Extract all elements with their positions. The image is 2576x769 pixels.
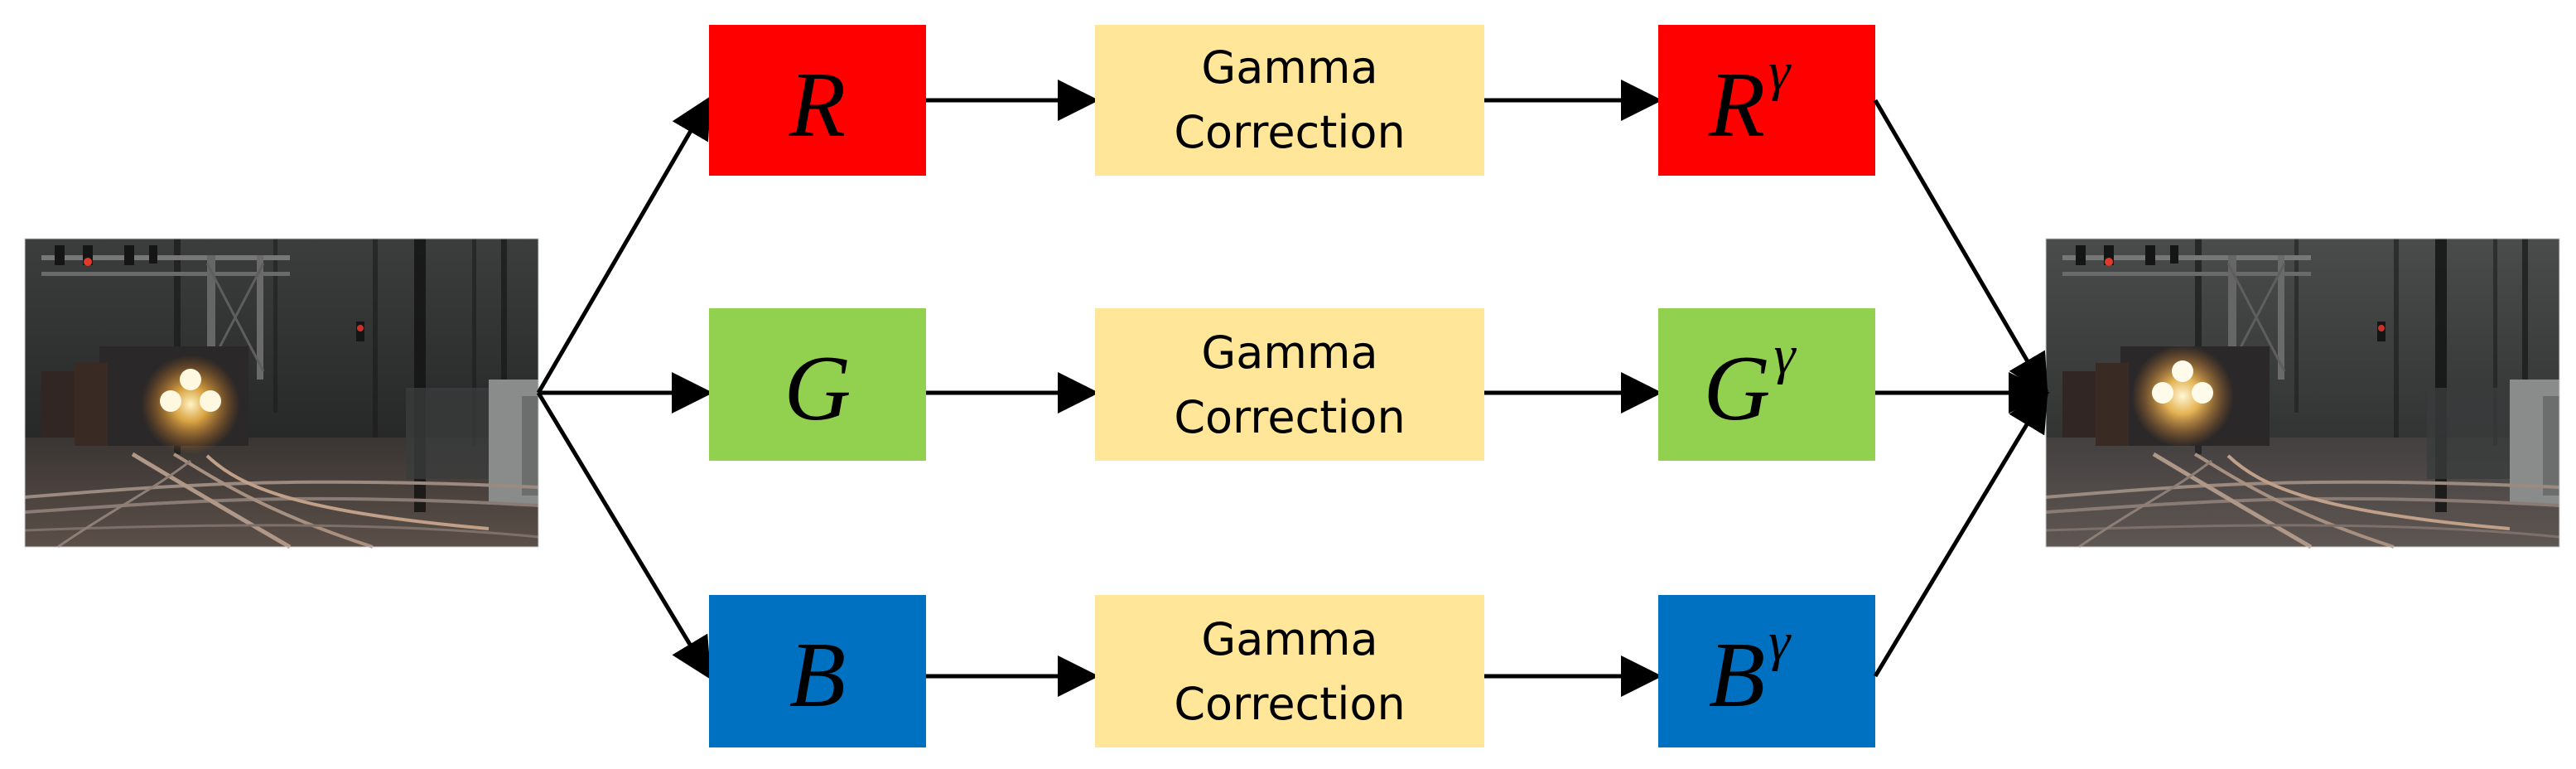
output-photo bbox=[2046, 239, 2559, 547]
channel-box-g bbox=[709, 308, 926, 461]
output-label-b: Bγ bbox=[1709, 612, 1792, 727]
output-box-g bbox=[1658, 308, 1875, 461]
arrow-to-r bbox=[536, 95, 712, 394]
row-g: G Gamma Correction Gγ bbox=[709, 308, 1875, 461]
gamma-line1-g: Gamma bbox=[1201, 326, 1377, 379]
row-b: B Gamma Correction Bγ bbox=[709, 595, 1875, 747]
gamma-box-g bbox=[1095, 308, 1484, 461]
output-label-g: Gγ bbox=[1704, 325, 1797, 440]
arrow-from-b bbox=[1873, 389, 2048, 678]
channel-label-g: G bbox=[784, 337, 851, 440]
output-box-r bbox=[1658, 25, 1875, 176]
split-arrows bbox=[536, 95, 713, 680]
row-r: R Gamma Correction Rγ bbox=[709, 25, 1875, 176]
channel-box-b bbox=[709, 595, 926, 747]
arrow-to-b bbox=[536, 391, 712, 680]
headlights bbox=[2131, 345, 2234, 447]
input-photo bbox=[25, 239, 538, 547]
headlights bbox=[141, 355, 240, 454]
gamma-line2-g: Correction bbox=[1174, 391, 1405, 443]
output-box-b bbox=[1658, 595, 1875, 747]
gamma-line2-r: Correction bbox=[1174, 106, 1405, 158]
gamma-box-b bbox=[1095, 595, 1484, 747]
gamma-line2-b: Correction bbox=[1174, 678, 1405, 730]
channel-label-b: B bbox=[789, 624, 846, 727]
arrow-from-r bbox=[1873, 99, 2048, 397]
channel-label-r: R bbox=[789, 54, 846, 157]
output-label-r: Rγ bbox=[1708, 41, 1792, 157]
channel-box-r bbox=[709, 25, 926, 176]
merge-arrows bbox=[1873, 99, 2050, 678]
gamma-line1-r: Gamma bbox=[1201, 41, 1377, 94]
gamma-box-r bbox=[1095, 25, 1484, 176]
gamma-line1-b: Gamma bbox=[1201, 613, 1377, 665]
